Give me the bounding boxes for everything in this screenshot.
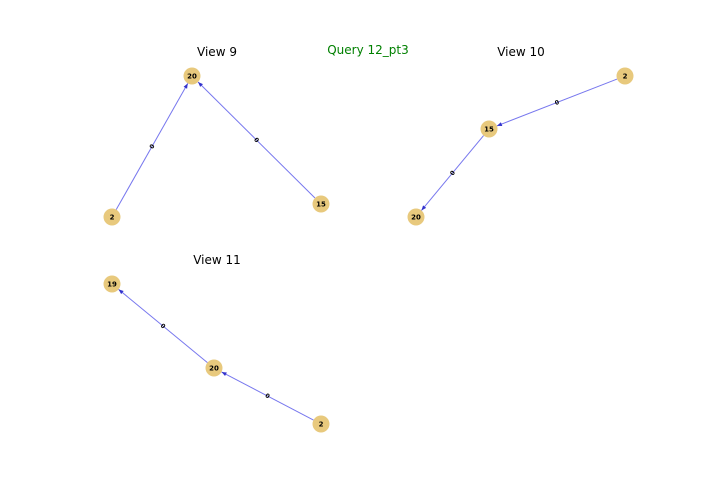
edge-label: 0 bbox=[252, 136, 260, 144]
node-2 bbox=[312, 415, 330, 433]
node-label: 15 bbox=[484, 126, 494, 134]
edge-arrowhead bbox=[421, 205, 427, 211]
edge-arrowhead bbox=[198, 81, 203, 87]
node-19 bbox=[103, 275, 121, 293]
node-15 bbox=[480, 120, 498, 138]
node-20 bbox=[183, 67, 201, 85]
edge-label: 0 bbox=[148, 143, 156, 150]
node-20 bbox=[205, 359, 223, 377]
edge-arrowhead bbox=[496, 122, 503, 126]
edge-label: 0 bbox=[554, 99, 560, 107]
edge-label: 0 bbox=[449, 169, 457, 177]
edge-label: 0 bbox=[264, 392, 271, 400]
node-label: 20 bbox=[209, 365, 219, 373]
view-title: View 11 bbox=[193, 253, 241, 267]
view-title: View 9 bbox=[197, 45, 237, 59]
node-label: 20 bbox=[411, 214, 421, 222]
node-label: 2 bbox=[623, 73, 628, 81]
node-15 bbox=[312, 195, 330, 213]
view-9-panel: View 9 0 0 20 2 15 bbox=[103, 45, 330, 226]
edge-20-to-19 bbox=[118, 289, 208, 363]
node-2 bbox=[103, 208, 121, 226]
edge-15-to-20 bbox=[421, 135, 484, 211]
node-label: 20 bbox=[187, 73, 197, 81]
edge-arrowhead bbox=[221, 371, 227, 377]
node-label: 15 bbox=[316, 201, 326, 209]
node-label: 2 bbox=[110, 214, 115, 222]
edge-2-to-20 bbox=[221, 371, 314, 421]
edge-label: 0 bbox=[159, 322, 167, 330]
node-label: 19 bbox=[107, 281, 117, 289]
edge-arrowhead bbox=[183, 83, 188, 89]
view-title: View 10 bbox=[497, 45, 545, 59]
view-10-panel: View 10 0 0 2 15 20 bbox=[407, 45, 634, 226]
edge-arrowhead bbox=[118, 289, 124, 295]
node-label: 2 bbox=[319, 421, 324, 429]
edge-15-to-20 bbox=[197, 81, 316, 199]
node-20 bbox=[407, 208, 425, 226]
edge-2-to-20 bbox=[115, 83, 189, 210]
query-title: Query 12_pt3 bbox=[327, 43, 409, 57]
edge-2-to-15 bbox=[496, 78, 618, 127]
node-2 bbox=[616, 67, 634, 85]
view-11-panel: View 11 0 0 19 20 2 bbox=[103, 253, 330, 433]
